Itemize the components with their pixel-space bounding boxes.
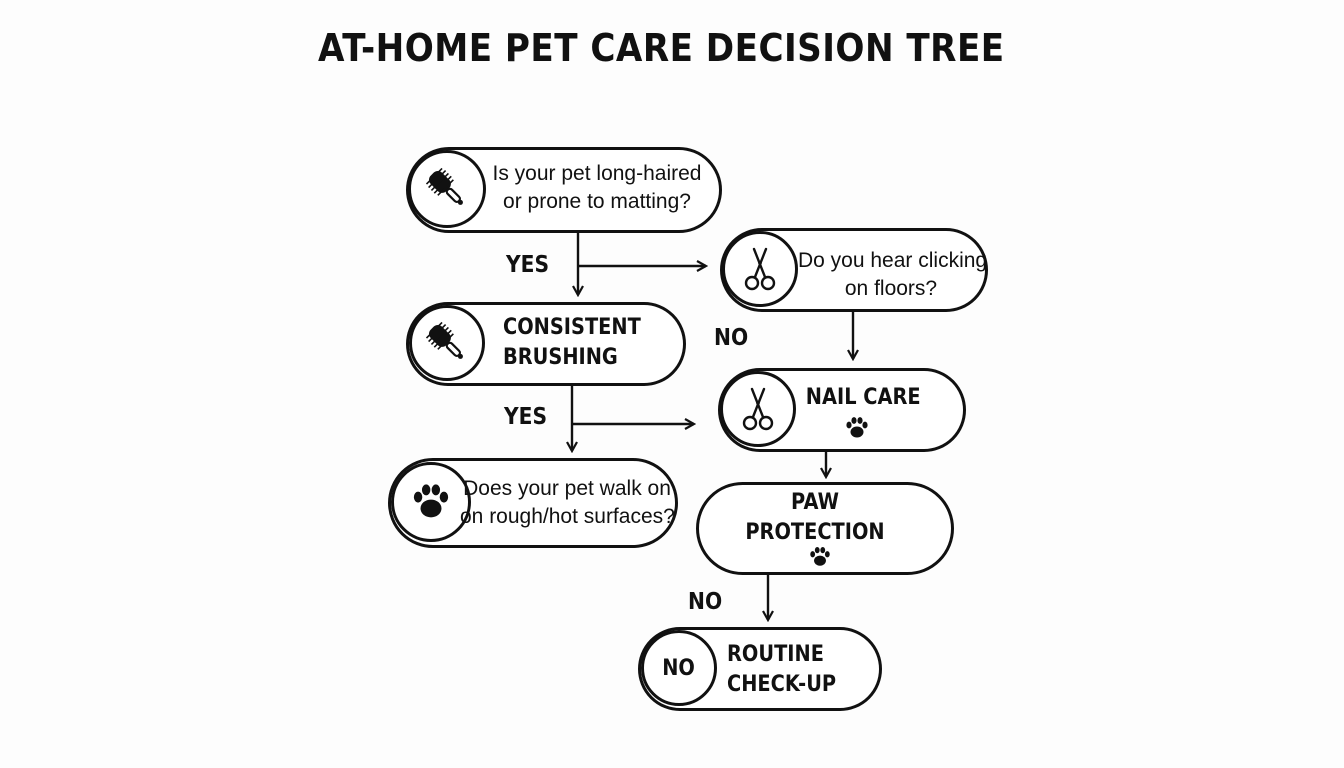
node-line: PROTECTION xyxy=(745,520,885,545)
node-text: Is your pet long-haired or prone to matt… xyxy=(486,160,708,216)
node-line: Does your pet walk on xyxy=(463,477,671,500)
scissors-icon xyxy=(720,371,796,447)
paw-icon xyxy=(391,462,471,542)
node-line: or prone to matting? xyxy=(503,190,691,213)
node-line: on floors? xyxy=(844,277,938,300)
brush-icon xyxy=(408,150,486,228)
no-badge: NO xyxy=(641,630,717,706)
node-line: PAW xyxy=(791,490,839,515)
node-line: ROUTINE xyxy=(727,642,824,667)
node-line: NAIL CARE xyxy=(805,385,921,410)
edge-label-yes: YES xyxy=(504,404,548,430)
node-line: CONSISTENT xyxy=(503,315,641,340)
node-text: ROUTINE CHECK-UP xyxy=(727,640,836,700)
node-line: Do you hear clicking xyxy=(798,249,988,272)
badge-label: NO xyxy=(662,655,696,681)
node-text: PAW PROTECTION xyxy=(710,488,919,548)
diagram-title: AT-HOME PET CARE DECISION TREE xyxy=(318,26,1005,70)
node-line: BRUSHING xyxy=(503,345,618,370)
paw-icon xyxy=(810,547,830,566)
node-text: Does your pet walk on on rough/hot surfa… xyxy=(460,475,675,531)
scissors-icon xyxy=(722,231,798,307)
brush-icon xyxy=(409,305,485,381)
edge-label-yes: YES xyxy=(506,252,550,278)
edge-label-no: NO xyxy=(714,325,749,351)
edge-label-no: NO xyxy=(688,589,723,615)
node-line: CHECK-UP xyxy=(727,672,837,697)
node-text: NAIL CARE xyxy=(805,383,921,413)
node-line: Is your pet long-haired xyxy=(492,162,702,185)
node-line: on rough/hot surfaces? xyxy=(460,505,675,528)
node-text: CONSISTENT BRUSHING xyxy=(503,313,641,373)
node-text: Do you hear clicking on floors? xyxy=(798,247,988,303)
paw-icon xyxy=(846,417,868,438)
